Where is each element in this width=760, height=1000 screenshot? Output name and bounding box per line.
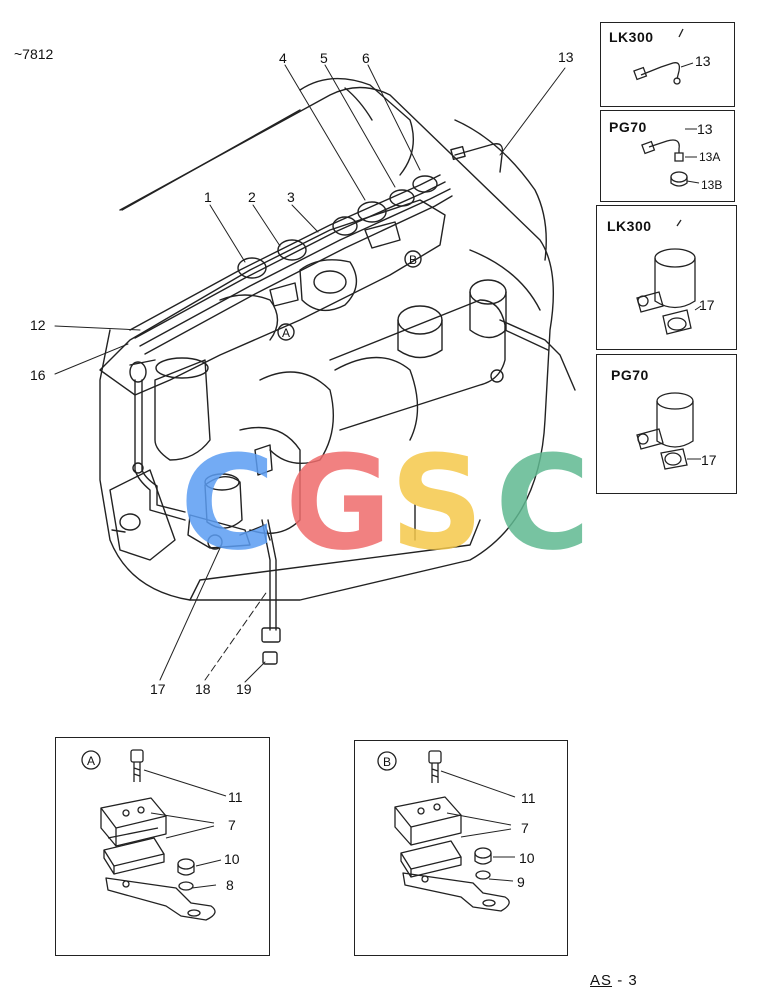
page-ref-suffix: - 3 bbox=[617, 972, 638, 989]
fuel-line-bundle bbox=[129, 174, 441, 331]
detail-b-label-clamp: 7 bbox=[521, 820, 529, 836]
panel-label-13: 13 bbox=[697, 121, 713, 137]
page-code: ~7812 bbox=[14, 46, 54, 62]
detail-a-label-bolt: 11 bbox=[228, 789, 243, 805]
detail-a-illustration bbox=[81, 749, 227, 921]
watermark-letter: S bbox=[390, 440, 484, 560]
detail-b-label-bolt: 11 bbox=[521, 790, 536, 806]
callout-a-circle bbox=[277, 323, 295, 341]
label-19: 19 bbox=[236, 681, 252, 697]
label-18: 18 bbox=[195, 681, 211, 697]
label-2: 2 bbox=[248, 189, 256, 205]
label-3: 3 bbox=[287, 189, 295, 205]
detail-a-panel: A 11 7 10 8 bbox=[55, 737, 270, 956]
callout-b-circle bbox=[404, 250, 422, 268]
panel-lk300-pump: LK300 17 bbox=[596, 205, 737, 350]
label-4: 4 bbox=[279, 50, 287, 66]
detail-b-illustration bbox=[377, 750, 516, 912]
label-16: 16 bbox=[30, 367, 46, 383]
panel-label-13a: 13A bbox=[699, 150, 721, 164]
fuel-pipe-13 bbox=[454, 143, 504, 173]
pump-17-illustration bbox=[636, 219, 702, 335]
panel-label-17: 17 bbox=[699, 297, 715, 313]
leader-18 bbox=[204, 589, 269, 681]
label-12: 12 bbox=[30, 317, 46, 333]
detail-b-panel: B 11 7 10 9 bbox=[354, 740, 568, 956]
watermark-letter: C bbox=[180, 440, 275, 560]
drain-pipe-18 bbox=[261, 519, 271, 631]
label-6: 6 bbox=[362, 50, 370, 66]
label-5: 5 bbox=[320, 50, 328, 66]
leader-12 bbox=[54, 325, 141, 331]
panel-label-17: 17 bbox=[701, 452, 717, 468]
leader-16 bbox=[54, 343, 129, 375]
pump-17-illustration bbox=[636, 392, 701, 470]
leader-13 bbox=[499, 67, 566, 156]
detail-b-tag-circle bbox=[377, 751, 397, 771]
watermark-letter: G bbox=[285, 440, 392, 560]
leader-1 bbox=[209, 204, 246, 263]
page-reference: AS - 3 bbox=[590, 972, 638, 989]
label-17: 17 bbox=[150, 681, 166, 697]
filter-canister bbox=[329, 299, 506, 431]
panel-model-label: PG70 bbox=[609, 119, 647, 135]
leader-2 bbox=[252, 204, 281, 247]
watermark-letter: C bbox=[495, 440, 590, 560]
detail-b-label-nut: 10 bbox=[519, 850, 535, 866]
callout-a-label: A bbox=[282, 326, 291, 340]
leader-17 bbox=[159, 547, 221, 681]
panel-label-13b: 13B bbox=[701, 178, 723, 192]
detail-a-label-bracket: 8 bbox=[226, 877, 234, 893]
pipe-13-parts-illustration bbox=[641, 128, 700, 187]
pipe-13-illustration bbox=[633, 28, 694, 85]
detail-b-label-bracket: 9 bbox=[517, 874, 525, 890]
panel-lk300-pipe: LK300 13 bbox=[600, 22, 735, 107]
panel-pg70-pump: PG70 17 bbox=[596, 354, 737, 494]
page-ref-prefix: AS bbox=[590, 972, 613, 989]
callout-b-label: B bbox=[409, 253, 418, 267]
intake-manifold bbox=[99, 199, 446, 396]
detail-a-tag-circle bbox=[81, 750, 101, 770]
leader-19 bbox=[244, 661, 266, 683]
panel-pg70-pipe: PG70 13 13A 13B bbox=[600, 110, 735, 202]
label-13: 13 bbox=[558, 49, 574, 65]
panel-label-13: 13 bbox=[695, 53, 711, 69]
detail-b-tag: B bbox=[383, 755, 392, 769]
leader-4 bbox=[284, 64, 366, 201]
leader-6 bbox=[367, 64, 421, 171]
detail-a-tag: A bbox=[87, 754, 96, 768]
detail-a-label-clamp: 7 bbox=[228, 817, 236, 833]
detail-a-label-nut: 10 bbox=[224, 851, 240, 867]
panel-model-label: LK300 bbox=[607, 218, 652, 234]
panel-model-label: LK300 bbox=[609, 29, 654, 45]
panel-model-label: PG70 bbox=[611, 367, 649, 383]
leader-3 bbox=[291, 204, 319, 233]
feed-pump-17 bbox=[204, 476, 243, 529]
fuel-filter bbox=[154, 359, 211, 461]
leader-5 bbox=[324, 64, 396, 188]
engine-body-outline bbox=[99, 86, 554, 601]
label-1: 1 bbox=[204, 189, 212, 205]
